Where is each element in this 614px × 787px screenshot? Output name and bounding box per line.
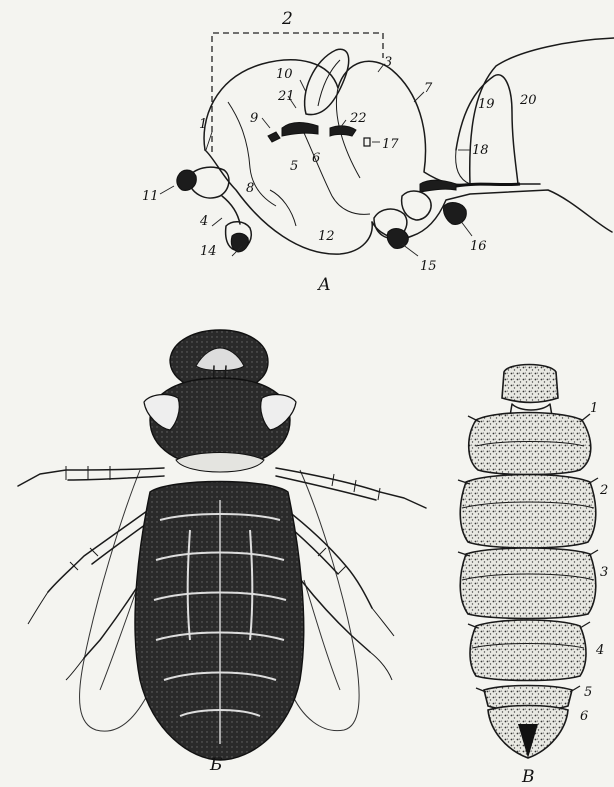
label-a-19: 19 [478, 97, 495, 112]
label-a-21: 21 [277, 89, 295, 104]
label-a-3: 3 [384, 55, 392, 70]
fore-coxa [177, 167, 251, 252]
label-c-4: 4 [595, 643, 604, 658]
wing-hinge-sclerite [282, 123, 318, 137]
segment-4 [470, 620, 586, 681]
label-a-5: 5 [290, 159, 298, 174]
thorax-outline [204, 38, 614, 185]
segment-2 [460, 475, 596, 549]
label-a-18: 18 [472, 143, 489, 158]
hind-coxa [374, 191, 466, 248]
label-a-9: 9 [250, 111, 258, 126]
segment-top [502, 365, 558, 403]
label-a-8: 8 [246, 181, 254, 196]
spiracle-marker [364, 138, 370, 146]
label-a-1: 1 [199, 117, 207, 132]
label-a-7: 7 [424, 81, 433, 96]
panel-b-insect-ventral-view: Б [18, 330, 426, 775]
segment-3 [460, 548, 596, 619]
label-c-5: 5 [584, 685, 592, 700]
label-a-15: 15 [420, 259, 437, 274]
label-a-14: 14 [200, 244, 217, 259]
label-a-2: 2 [281, 9, 293, 29]
label-c-6: 6 [580, 709, 588, 724]
label-a-16: 16 [470, 239, 487, 254]
caption-b: Б [209, 755, 223, 775]
label-a-6: 6 [312, 151, 320, 166]
caption-c: В [521, 767, 535, 787]
label-a-22: 22 [349, 111, 367, 126]
label-c-2: 2 [599, 483, 608, 498]
label-a-20: 20 [519, 93, 537, 108]
panel-c-abdominal-segments: 1 2 3 4 5 6 В [458, 365, 608, 787]
label-c-1: 1 [590, 401, 598, 416]
label-a-17: 17 [382, 137, 399, 152]
label-a-11: 11 [142, 189, 159, 204]
label-c-3: 3 [600, 565, 608, 580]
panel-a-thorax-side-view: 2 1 3 4 5 6 7 8 9 10 11 12 14 15 16 17 1… [142, 9, 614, 295]
label-a-12: 12 [318, 229, 335, 244]
label-a-10: 10 [276, 67, 293, 82]
label-a-4: 4 [199, 214, 208, 229]
caption-a: А [317, 275, 331, 295]
